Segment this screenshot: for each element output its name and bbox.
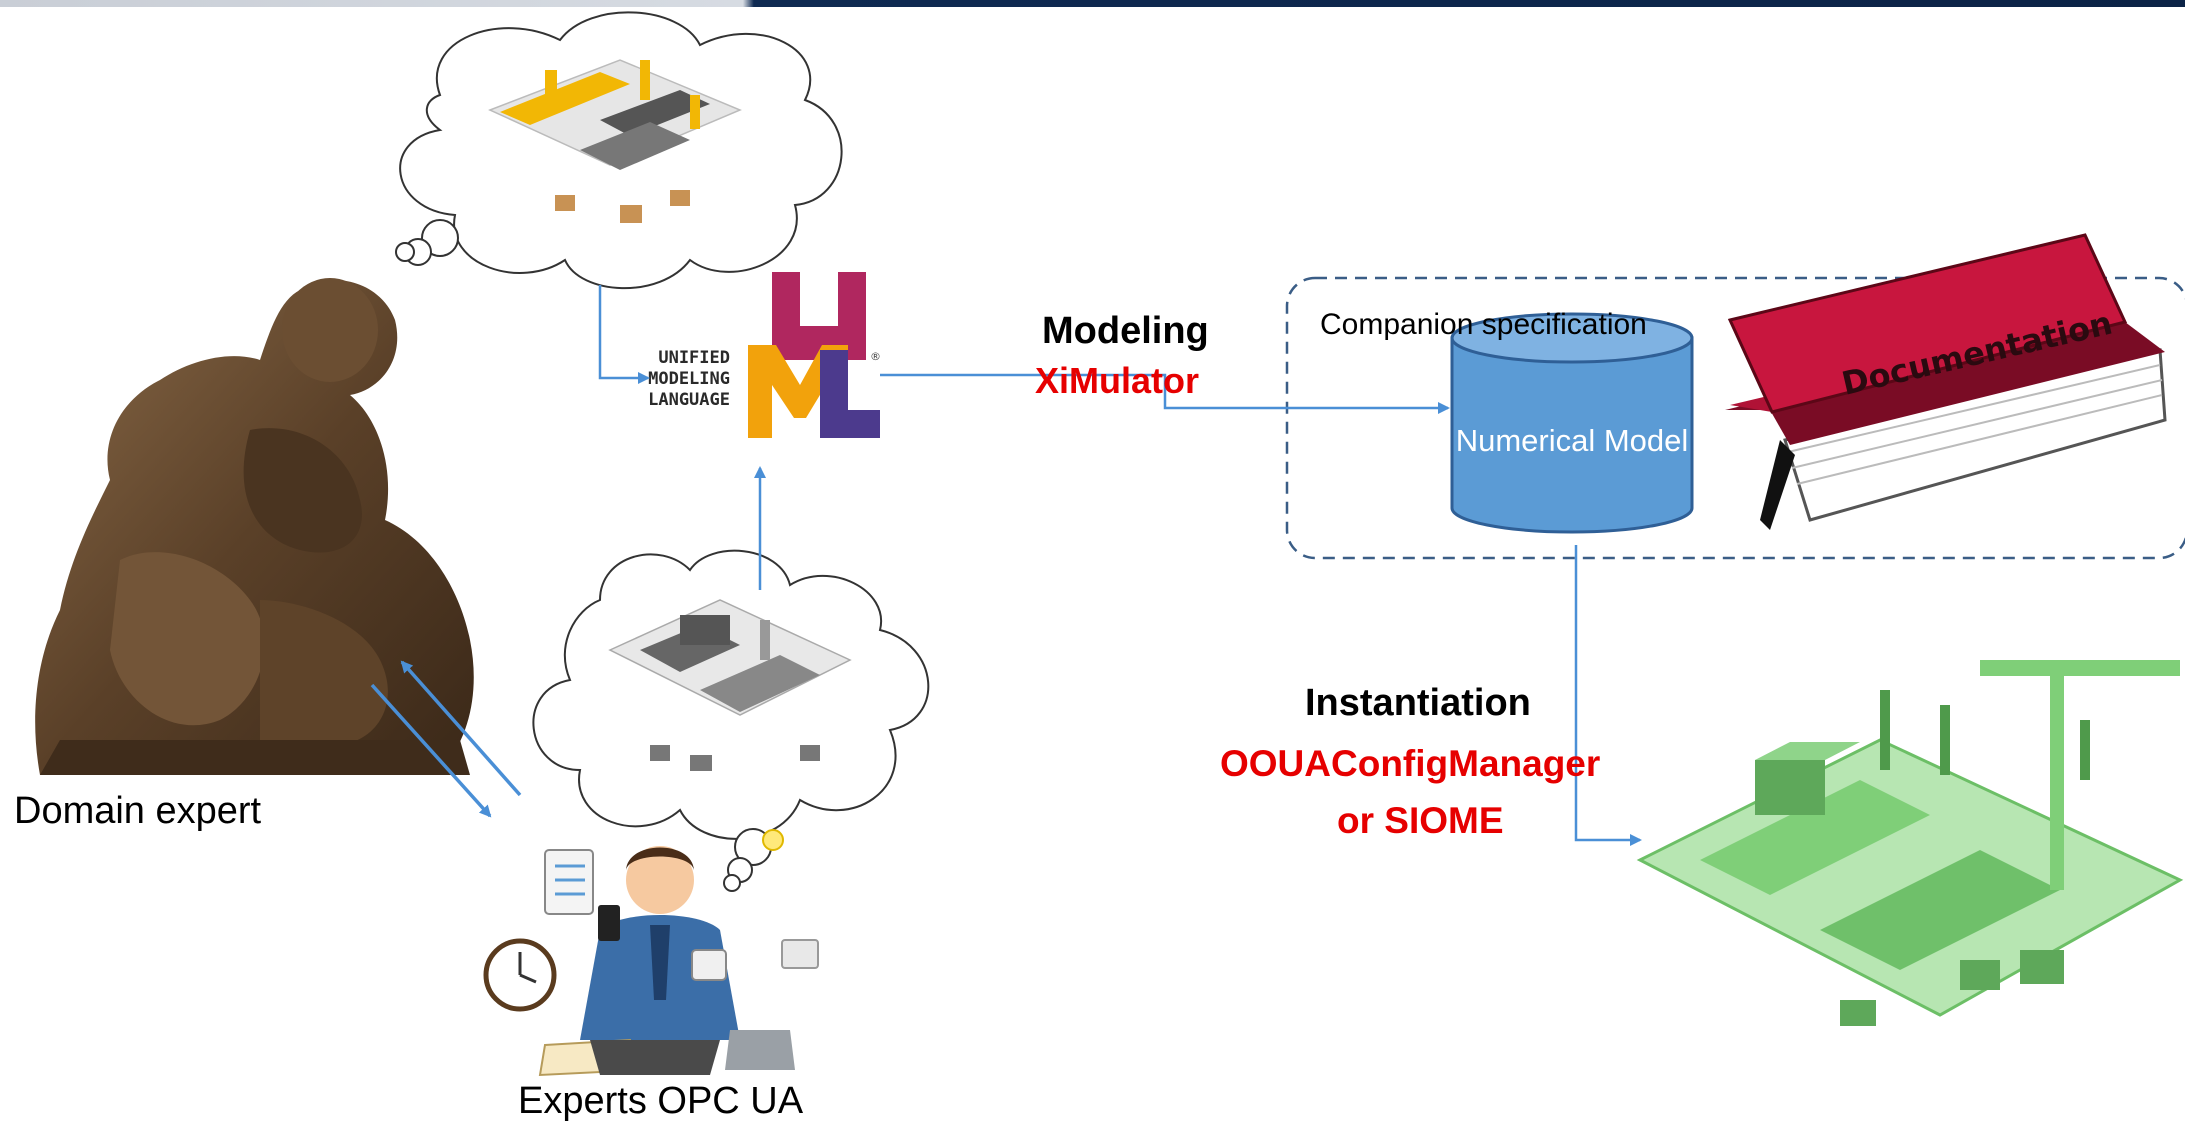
oouaconfigmanager-label: OOUAConfigManager: [1220, 743, 1601, 784]
modeling-label: Modeling: [1042, 310, 1209, 352]
thinker-statue-icon: [35, 278, 474, 775]
or-siome-label: or SIOME: [1337, 800, 1504, 841]
uml-logo-line3: LANGUAGE: [648, 390, 730, 410]
instantiation-label: Instantiation: [1305, 682, 1531, 724]
uml-logo-line1: UNIFIED: [658, 348, 730, 368]
connector-domain-to-experts: [370, 683, 492, 818]
database-cylinder-icon: [1450, 312, 1694, 534]
connector-model-to-factory: [1574, 545, 1642, 846]
svg-text:®: ®: [870, 350, 881, 363]
companion-specification-label: Companion specification: [1320, 308, 1647, 341]
connector-cloud-to-uml: [598, 285, 650, 384]
connector-experts-to-domain: [400, 660, 522, 797]
domain-expert-label: Domain expert: [14, 790, 262, 832]
uml-logo-icon: UNIFIED MODELING LANGUAGE ®: [648, 272, 881, 438]
numerical-model-label: Numerical Model: [1455, 423, 1689, 458]
thought-cloud-factory-icon: [488, 59, 742, 223]
thought-cloud-bottom: [532, 549, 930, 892]
header-strip: [0, 0, 2185, 7]
thought-cloud-gray-factory-icon: [608, 599, 852, 771]
light-bulb-icon: [762, 829, 784, 851]
green-factory-icon: [1636, 660, 2184, 1026]
experts-opc-ua-label: Experts OPC UA: [518, 1080, 804, 1122]
multitasking-expert-icon: [483, 846, 819, 1077]
companion-specification-box: [1285, 276, 2185, 560]
ximulator-label: XiMulator: [1035, 360, 1200, 401]
documentation-book-icon: Documentation: [1725, 233, 2167, 530]
connector-uml-to-model: [880, 373, 1450, 414]
uml-logo-line2: MODELING: [648, 369, 730, 389]
